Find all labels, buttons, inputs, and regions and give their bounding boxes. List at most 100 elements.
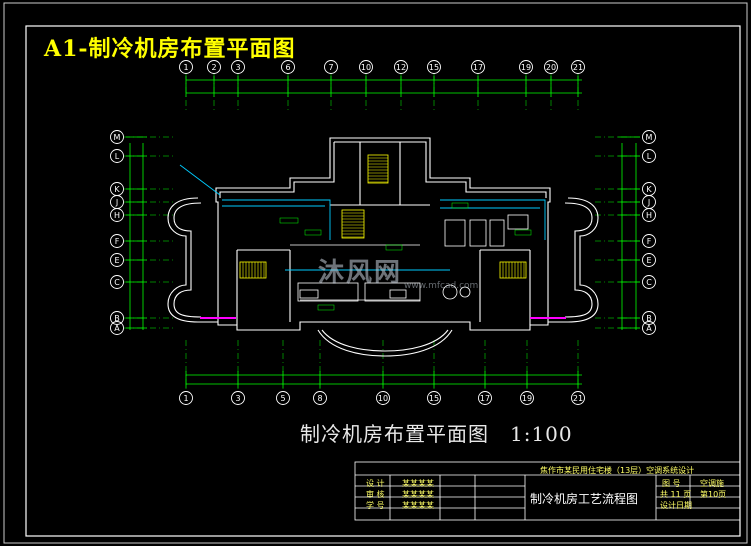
- svg-text:J: J: [115, 198, 118, 207]
- annotations: [279, 202, 532, 311]
- svg-text:10: 10: [378, 394, 388, 403]
- role-value: 某某某某: [402, 479, 434, 488]
- header-title: A1-制冷机房布置平面图: [44, 36, 296, 62]
- role-label: 审 核: [366, 490, 385, 499]
- svg-text:L: L: [115, 152, 120, 161]
- axis-bubble-left-A: A: [110, 321, 124, 335]
- sheet-name: 制冷机房工艺流程图: [530, 492, 639, 506]
- project-name: 焦作市某民用住宅楼（13层）空调系统设计: [540, 466, 695, 475]
- svg-text:21: 21: [573, 63, 583, 72]
- role-label: 学 号: [366, 501, 385, 510]
- svg-text:H: H: [114, 211, 120, 220]
- inner-frame: [25, 25, 741, 537]
- svg-text:6: 6: [285, 63, 290, 72]
- svg-text:B: B: [646, 314, 652, 323]
- axis-bubble-top-12: 12: [394, 60, 408, 74]
- role-value: 某某某某: [402, 490, 434, 499]
- axis-bubble-right-J: J: [642, 195, 656, 209]
- svg-text:19: 19: [522, 394, 532, 403]
- axis-bubble-right-L: L: [642, 149, 656, 163]
- svg-text:7: 7: [328, 63, 333, 72]
- stairs: [239, 154, 527, 279]
- svg-text:A: A: [646, 324, 652, 333]
- axis-bubble-top-6: 6: [281, 60, 295, 74]
- svg-text:5: 5: [280, 394, 285, 403]
- axis-bubble-top-21: 21: [571, 60, 585, 74]
- title-block: [354, 461, 741, 521]
- svg-text:3: 3: [235, 394, 240, 403]
- axis-bubble-top-19: 19: [519, 60, 533, 74]
- axis-bubble-right-M: M: [642, 130, 656, 144]
- svg-text:1: 1: [183, 63, 188, 72]
- svg-text:A: A: [114, 324, 120, 333]
- axis-grid-lines: [124, 74, 642, 391]
- axis-bubble-bottom-10: 10: [376, 391, 390, 405]
- stair-steps: [242, 157, 525, 278]
- axis-bubble-right-K: K: [642, 182, 656, 196]
- svg-text:20: 20: [546, 63, 556, 72]
- axis-bubble-bottom-1: 1: [179, 391, 193, 405]
- svg-text:M: M: [114, 133, 121, 142]
- left-bay-inner: [173, 202, 202, 318]
- role-value: 某某某某: [402, 501, 434, 510]
- watermark-url: www.mfcad.com: [404, 281, 479, 291]
- axis-bubble-left-C: C: [110, 275, 124, 289]
- building-walls: [167, 137, 599, 357]
- svg-text:B: B: [114, 314, 120, 323]
- core-inner-walls: [219, 141, 547, 198]
- svg-text:K: K: [114, 185, 120, 194]
- watermark-logo: 沐风网: [318, 258, 403, 288]
- axis-bubble-left-L: L: [110, 149, 124, 163]
- axis-bubble-top-20: 20: [544, 60, 558, 74]
- equipment: [290, 214, 529, 302]
- svg-text:21: 21: [573, 394, 583, 403]
- axis-bubble-bottom-8: 8: [313, 391, 327, 405]
- svg-text:8: 8: [317, 394, 322, 403]
- pipe-lines: [179, 164, 546, 271]
- svg-text:17: 17: [473, 63, 483, 72]
- axis-bubble-left-M: M: [110, 130, 124, 144]
- axis-bubble-bottom-15: 15: [427, 391, 441, 405]
- axis-bubble-left-J: J: [110, 195, 124, 209]
- svg-text:M: M: [646, 133, 653, 142]
- svg-text:3: 3: [235, 63, 240, 72]
- axis-bubble-left-E: E: [110, 253, 124, 267]
- entrance-canopy: [317, 329, 453, 357]
- axis-bubble-top-15: 15: [427, 60, 441, 74]
- svg-text:H: H: [646, 211, 652, 220]
- left-bay: [167, 197, 218, 323]
- axis-bubble-top-2: 2: [207, 60, 221, 74]
- right-bay-inner: [564, 202, 593, 318]
- axis-bubble-left-K: K: [110, 182, 124, 196]
- axis-bubble-right-C: C: [642, 275, 656, 289]
- svg-text:J: J: [647, 198, 650, 207]
- field-label: 设计日期: [660, 501, 692, 510]
- dimension-lines: [129, 79, 637, 385]
- svg-text:F: F: [115, 237, 120, 246]
- axis-bubble-bottom-5: 5: [276, 391, 290, 405]
- axis-bubble-top-1: 1: [179, 60, 193, 74]
- svg-text:K: K: [646, 185, 652, 194]
- svg-text:15: 15: [429, 394, 439, 403]
- svg-text:C: C: [114, 278, 120, 287]
- axis-bubble-right-B: B: [642, 311, 656, 325]
- entrance-canopy-inner: [321, 329, 449, 352]
- field-label: 图 号: [662, 479, 681, 488]
- svg-text:1: 1: [183, 394, 188, 403]
- svg-text:C: C: [646, 278, 652, 287]
- svg-text:19: 19: [521, 63, 531, 72]
- axis-bubble-bottom-17: 17: [478, 391, 492, 405]
- drawing-title: 制冷机房布置平面图 1:100: [300, 422, 573, 446]
- axis-bubble-left-B: B: [110, 311, 124, 325]
- axis-bubble-right-F: F: [642, 234, 656, 248]
- role-label: 设 计: [366, 479, 385, 488]
- axis-bubble-bottom-21: 21: [571, 391, 585, 405]
- axis-bubble-top-10: 10: [359, 60, 373, 74]
- right-bay: [548, 197, 599, 323]
- axis-bubble-right-A: A: [642, 321, 656, 335]
- field-label: 共 11 页: [660, 490, 692, 499]
- svg-text:17: 17: [480, 394, 490, 403]
- axis-bubble-bottom-19: 19: [520, 391, 534, 405]
- axis-bubble-right-E: E: [642, 253, 656, 267]
